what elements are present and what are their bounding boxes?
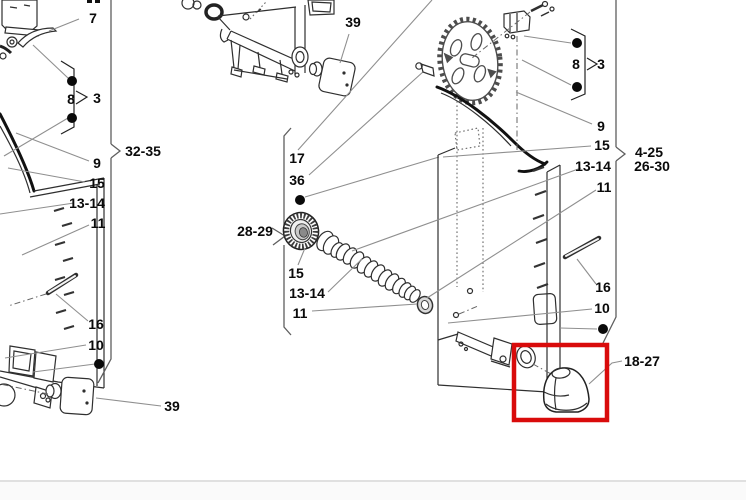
auger-leader-lines <box>297 247 418 312</box>
right-tower-base <box>437 331 552 375</box>
left-leader-lines <box>0 18 162 407</box>
part-label-36: 36 <box>289 172 305 188</box>
part-label-8-left: 8 <box>67 91 75 107</box>
right-tower-body <box>435 36 561 393</box>
bullet-marker-dot-middle <box>295 195 305 205</box>
part-label-7-left: 7 <box>89 10 97 26</box>
part-label-9-right: 9 <box>597 118 605 134</box>
middle-leader-lines <box>297 0 440 198</box>
spring-13-14 <box>335 243 421 303</box>
page-edge <box>0 480 746 500</box>
part-label-11-middle: 11 <box>293 305 308 321</box>
part-label-4-25: 4-25 <box>635 144 663 160</box>
part-label-8-right: 8 <box>572 56 580 72</box>
bullet-marker-dot-right-top <box>572 38 582 48</box>
part-label-17: 17 <box>289 150 305 166</box>
part-label-13-14-right: 13-14 <box>575 158 611 174</box>
part-label-39-left: 39 <box>164 398 180 414</box>
bullet-marker-dot-left-top <box>67 76 77 86</box>
left-tower-body <box>0 112 105 409</box>
knurled-nut-15 <box>282 211 320 251</box>
bullet-marker-dot-left-bottom <box>94 359 104 369</box>
middle-tower-frame <box>217 0 335 83</box>
right-tower-assembly <box>351 0 627 413</box>
part-label-11-right: 11 <box>597 179 612 195</box>
sprocket-gear <box>437 16 503 106</box>
part-label-11-left: 11 <box>91 215 106 231</box>
end-ring-11 <box>416 295 434 315</box>
part-label-28-29: 28-29 <box>237 223 273 239</box>
cone-screw-part <box>415 62 435 77</box>
left-pin-16 <box>7 272 79 307</box>
part-label-26-30: 26-30 <box>634 158 670 174</box>
bracket-3-left <box>60 60 89 135</box>
right-leader-lines <box>351 35 623 385</box>
bracket-3-right <box>570 28 599 101</box>
bracket-4-25-26-30 <box>602 0 627 344</box>
bracket-32-35 <box>97 0 122 384</box>
left-motor-39 <box>0 376 95 416</box>
part-label-3-right: 3 <box>597 56 605 72</box>
bullet-marker-dot-right-bottom <box>598 324 608 334</box>
part-label-16-right: 16 <box>595 279 611 295</box>
left-tower-assembly <box>0 0 162 416</box>
middle-bearing-parts <box>181 0 224 21</box>
auger-assembly <box>282 211 434 315</box>
part-label-13-14-middle: 13-14 <box>289 285 325 301</box>
part-label-10-right: 10 <box>594 300 610 316</box>
top-box-part <box>471 0 555 59</box>
part-label-32-35: 32-35 <box>125 143 161 159</box>
highlight-box[interactable] <box>511 342 610 423</box>
bullet-marker-dot-left-mid <box>67 113 77 123</box>
part-label-15-middle: 15 <box>288 265 304 281</box>
part-label-3-left: 3 <box>93 90 101 106</box>
part-label-15-left: 15 <box>89 175 105 191</box>
part-label-13-14-left: 13-14 <box>69 195 105 211</box>
middle-tower-assembly <box>181 0 440 336</box>
part-label-10-left: 10 <box>88 337 104 353</box>
bullet-markers-layer <box>67 38 608 369</box>
part-label-9-left: 9 <box>93 155 101 171</box>
bullet-marker-dot-right-mid <box>572 82 582 92</box>
bushing-part <box>316 230 344 258</box>
middle-motor-39 <box>308 57 356 97</box>
part-label-15-right: 15 <box>594 137 610 153</box>
left-top-parts <box>0 0 100 60</box>
part-label-39-middle: 39 <box>345 14 361 30</box>
right-pin-16 <box>452 235 602 319</box>
part-label-16-left: 16 <box>88 316 104 332</box>
knob-part-18-27 <box>542 367 590 413</box>
part-label-18-27: 18-27 <box>624 353 660 369</box>
